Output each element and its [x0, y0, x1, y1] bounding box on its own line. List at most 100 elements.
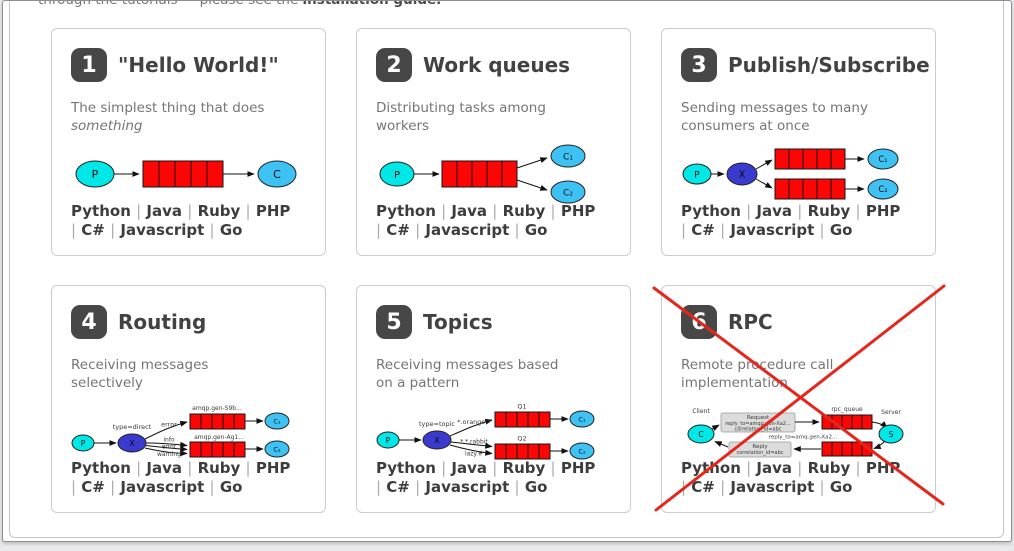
svg-text:X: X	[129, 439, 135, 448]
queue-shape-1	[189, 413, 246, 430]
language-link-java[interactable]: Java	[146, 459, 183, 477]
consumer-node-1: C₁	[550, 144, 586, 168]
language-link-java[interactable]: Java	[756, 202, 793, 220]
language-link-javascript[interactable]: Javascript	[120, 478, 205, 496]
producer-node: P	[71, 434, 95, 452]
installation-guide-link[interactable]: installation guide.	[302, 0, 442, 8]
language-link-javascript[interactable]: Javascript	[730, 221, 815, 239]
tutorial-card-work-queues: 2 Work queues Distributing tasks among w…	[356, 28, 631, 256]
language-link-javascript[interactable]: Javascript	[425, 478, 510, 496]
language-link-ruby[interactable]: Ruby	[502, 202, 546, 220]
language-link-php[interactable]: PHP	[865, 202, 901, 220]
language-link-ruby[interactable]: Ruby	[197, 459, 241, 477]
language-separator: |	[492, 459, 498, 477]
queue-shape-1	[494, 411, 551, 428]
language-link-python[interactable]: Python	[376, 202, 436, 220]
producer-node: P	[376, 431, 400, 449]
svg-text:C: C	[698, 430, 703, 439]
language-separator: |	[245, 202, 251, 220]
language-link-javascript[interactable]: Javascript	[425, 221, 510, 239]
language-links: Python | Java | Ruby | PHP | C# | Javasc…	[376, 202, 612, 240]
language-link-java[interactable]: Java	[451, 202, 488, 220]
language-separator: |	[136, 202, 142, 220]
language-link-c-sharp[interactable]: C#	[386, 221, 410, 239]
svg-text:correlation_id=abc: correlation_id=abc	[736, 450, 783, 456]
tutorial-title[interactable]: Work queues	[423, 53, 571, 77]
language-link-python[interactable]: Python	[376, 459, 436, 477]
description-text: Receiving messages selectively	[71, 357, 209, 391]
tutorial-title[interactable]: "Hello World!"	[118, 53, 279, 77]
language-link-javascript[interactable]: Javascript	[120, 221, 205, 239]
language-link-python[interactable]: Python	[71, 459, 131, 477]
language-link-javascript[interactable]: Javascript	[730, 478, 815, 496]
language-link-c-sharp[interactable]: C#	[386, 478, 410, 496]
consumer-node-1: C₁	[569, 410, 595, 428]
consumer-node-1: C₁	[867, 148, 899, 170]
language-link-python[interactable]: Python	[71, 202, 131, 220]
producer-node: P	[682, 163, 712, 185]
language-link-go[interactable]: Go	[829, 221, 853, 239]
tutorial-card-hello-world: 1 "Hello World!" The simplest thing that…	[51, 28, 326, 256]
language-link-python[interactable]: Python	[681, 459, 741, 477]
arrow	[755, 159, 773, 170]
language-link-go[interactable]: Go	[219, 221, 243, 239]
tutorial-card-routing: 4 Routing Receiving messages selectively…	[51, 285, 326, 513]
language-link-c-sharp[interactable]: C#	[81, 478, 105, 496]
language-link-php[interactable]: PHP	[560, 202, 596, 220]
consumer-node: C	[257, 160, 297, 188]
language-link-java[interactable]: Java	[451, 459, 488, 477]
language-link-go[interactable]: Go	[524, 478, 548, 496]
binding-label: info	[163, 437, 175, 444]
language-link-go[interactable]: Go	[829, 478, 853, 496]
language-link-php[interactable]: PHP	[865, 459, 901, 477]
svg-text:C₁: C₁	[878, 155, 887, 165]
language-link-ruby[interactable]: Ruby	[197, 202, 241, 220]
language-separator: |	[720, 478, 726, 496]
language-separator: |	[492, 202, 498, 220]
language-link-c-sharp[interactable]: C#	[691, 478, 715, 496]
client-node: C	[687, 424, 715, 444]
tutorial-title[interactable]: Routing	[118, 310, 207, 334]
binding-arrow	[144, 447, 188, 457]
language-separator: |	[376, 221, 382, 239]
card-header: 1 "Hello World!"	[71, 48, 306, 82]
arrow	[714, 441, 729, 448]
language-link-python[interactable]: Python	[681, 202, 741, 220]
language-separator: |	[819, 221, 825, 239]
language-link-c-sharp[interactable]: C#	[691, 221, 715, 239]
language-link-php[interactable]: PHP	[255, 202, 291, 220]
language-link-ruby[interactable]: Ruby	[807, 459, 851, 477]
language-link-ruby[interactable]: Ruby	[807, 202, 851, 220]
language-link-go[interactable]: Go	[219, 478, 243, 496]
language-separator: |	[71, 478, 77, 496]
arrow	[873, 440, 886, 449]
queue-shape-2	[189, 441, 246, 458]
card-header: 5 Topics	[376, 305, 611, 339]
language-link-php[interactable]: PHP	[255, 459, 291, 477]
producer-node: P	[379, 161, 415, 187]
browser-content-window: through the tutorials — please see the i…	[2, 0, 1012, 542]
consumer-node-2: C₂	[264, 440, 290, 458]
reply-box: Reply correlation_id=abc	[728, 441, 792, 458]
queue-shape	[441, 160, 518, 188]
binding-arrow	[449, 444, 493, 456]
language-link-java[interactable]: Java	[756, 459, 793, 477]
tutorial-title[interactable]: Topics	[423, 310, 493, 334]
language-link-go[interactable]: Go	[524, 221, 548, 239]
tutorial-title[interactable]: Publish/Subscribe	[728, 53, 930, 77]
exchange-node: X	[422, 430, 452, 450]
language-separator: |	[681, 478, 687, 496]
tutorial-description: Remote procedure call implementation	[681, 356, 883, 392]
language-link-ruby[interactable]: Ruby	[502, 459, 546, 477]
tutorial-title[interactable]: RPC	[728, 310, 773, 334]
queue-label: Q1	[517, 403, 526, 411]
language-links: Python | Java | Ruby | PHP | C# | Javasc…	[71, 202, 307, 240]
exchange-type-label: type=topic	[419, 420, 455, 428]
language-link-c-sharp[interactable]: C#	[81, 221, 105, 239]
language-separator: |	[514, 478, 520, 496]
language-link-java[interactable]: Java	[146, 202, 183, 220]
description-text: Receiving messages based on a pattern	[376, 357, 559, 391]
language-link-php[interactable]: PHP	[560, 459, 596, 477]
consumer-node-2: C₂	[550, 180, 586, 204]
language-separator: |	[550, 202, 556, 220]
